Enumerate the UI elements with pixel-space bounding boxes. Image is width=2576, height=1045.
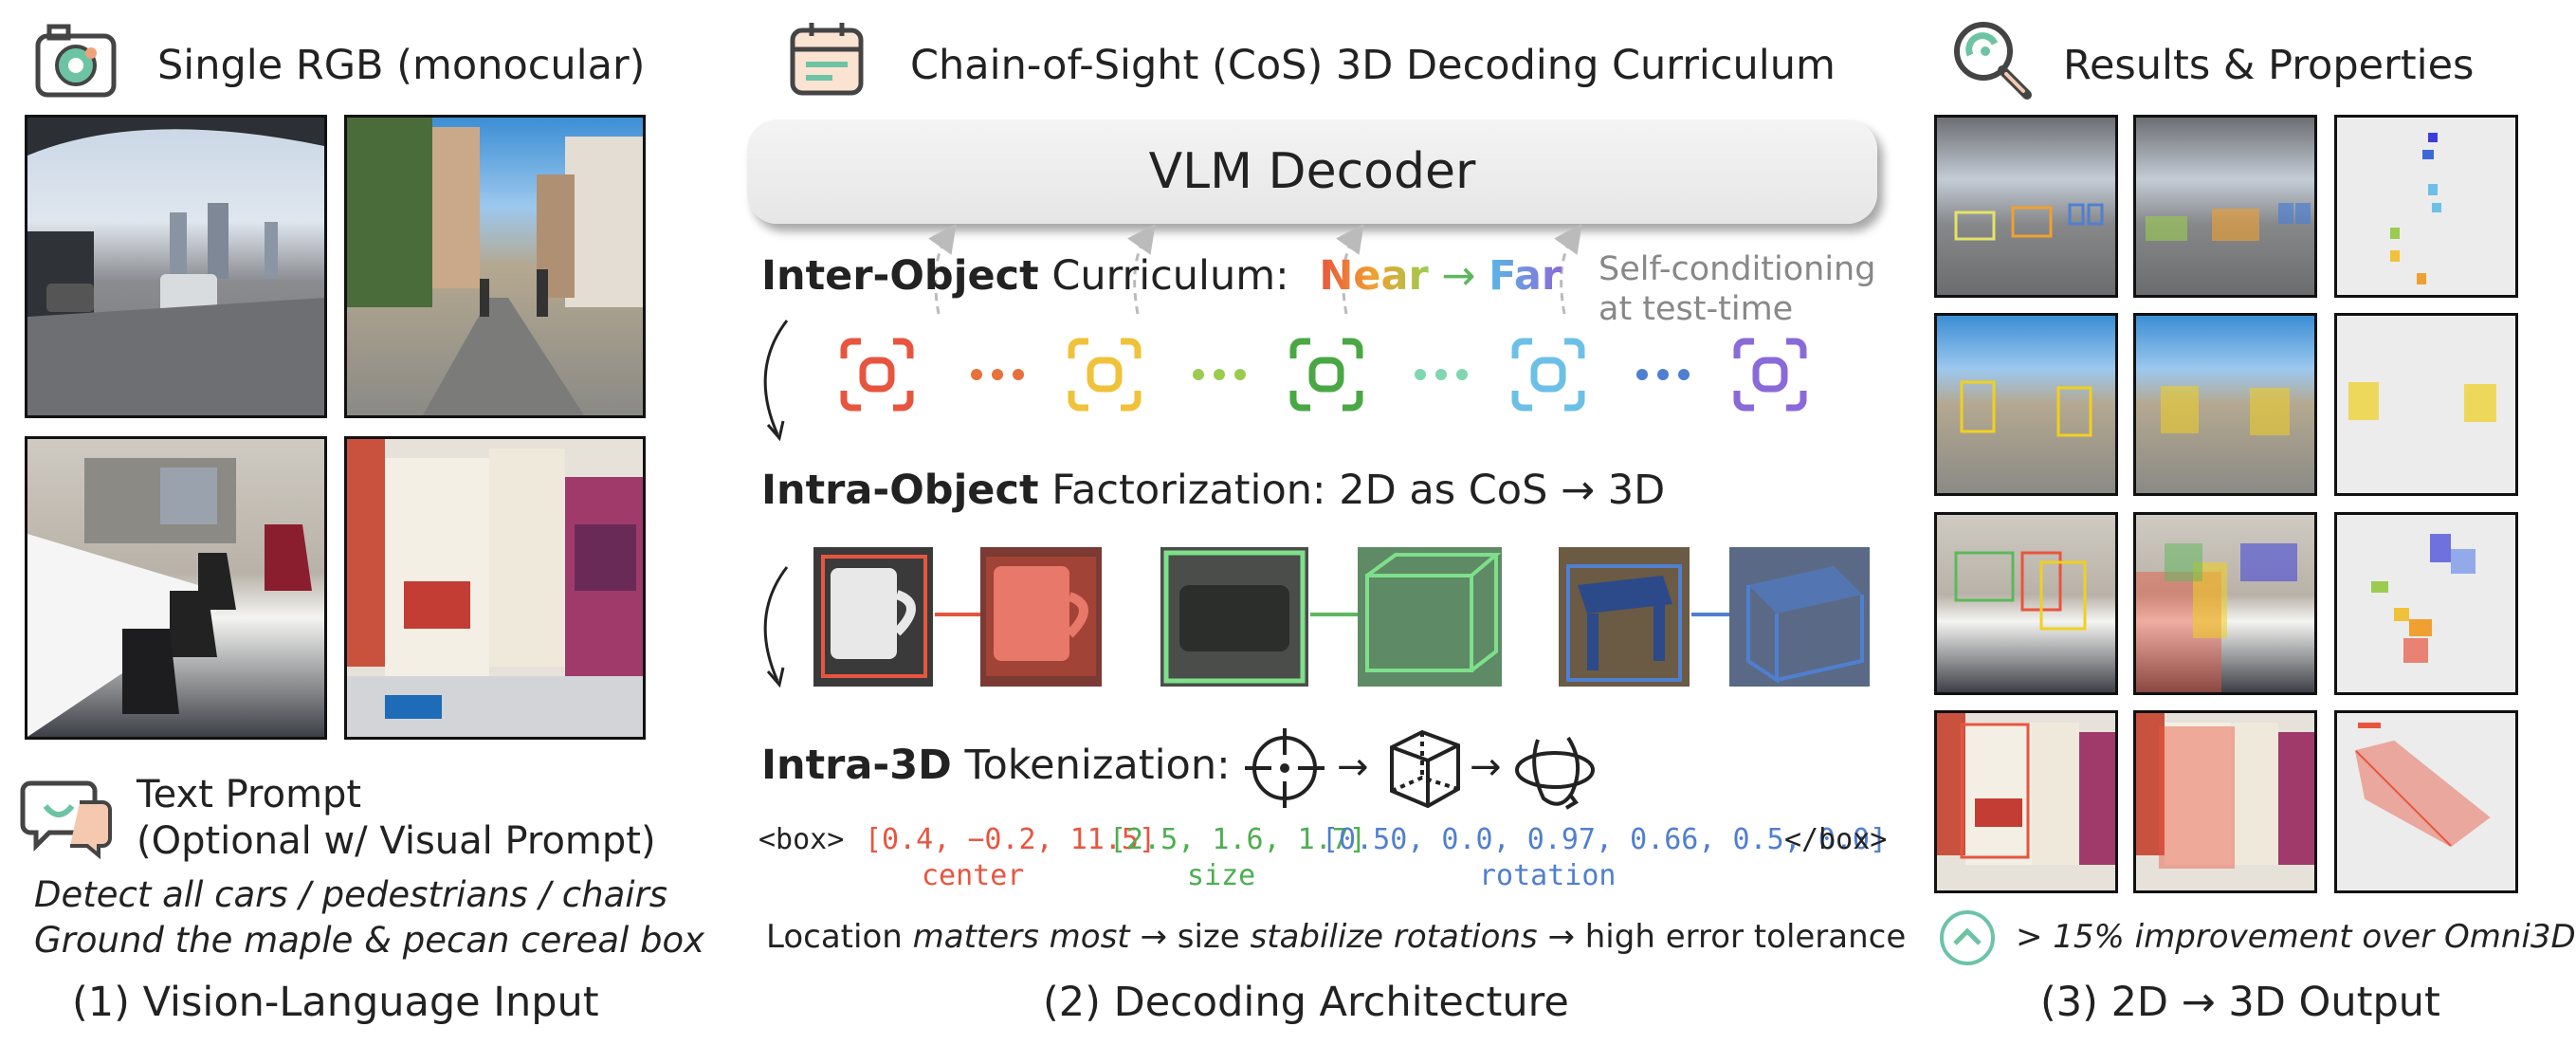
tokenization-icons: → →	[1245, 728, 1595, 810]
vlm-decoder-label: VLM Decoder	[1148, 143, 1476, 200]
intra-3d-row-title: Intra-3D Tokenization:	[761, 742, 1231, 789]
self-conditioning-line2: at test-time	[1599, 290, 1794, 328]
calendar-icon	[787, 19, 867, 99]
intra-3d-label: Intra-3D	[761, 742, 952, 789]
cube-icon	[1390, 729, 1460, 809]
result-driving-2d	[1934, 115, 2118, 298]
self-conditioning-line1: Self-conditioning	[1599, 250, 1876, 288]
input-photo-city-street	[25, 115, 327, 418]
footer-location: Location	[766, 918, 913, 956]
result-office-2d	[1934, 512, 2118, 695]
result-driving-3d	[2133, 115, 2317, 298]
rotation-label: rotation	[1479, 859, 1617, 892]
focus-icon	[1511, 338, 1585, 412]
tolerance-footer: Location matters most → size stabilize r…	[766, 918, 1906, 956]
result-cereal-birdseye	[2334, 710, 2518, 893]
result-cereal-2d	[1934, 710, 2118, 893]
result-office-birdseye	[2334, 512, 2518, 695]
footer-tolerance: → high error tolerance	[1537, 918, 1907, 956]
footer-matters: matters most	[912, 918, 1130, 956]
tokenization-label: Tokenization:	[951, 742, 1231, 789]
chat-icon	[20, 778, 114, 860]
footer-stabilize: stabilize rotations	[1250, 918, 1538, 956]
center-label: center	[922, 859, 1025, 892]
factorization-stool-3d	[1729, 547, 1870, 687]
focus-icon	[1289, 338, 1363, 412]
near-label: Near	[1319, 252, 1429, 300]
curriculum-curve-arrow-1	[763, 320, 789, 442]
object-sequence	[840, 338, 1807, 412]
result-street-2d	[1934, 313, 2118, 496]
svg-text:→: →	[1470, 745, 1502, 789]
inter-object-row-title: Inter-Object Curriculum: Near → Far	[761, 252, 1562, 300]
rotation-values: [0.50, 0.0, 0.97, 0.66, 0.5, 0.0]	[1322, 823, 1888, 856]
dots-blue	[1636, 369, 1690, 380]
curriculum-label: Curriculum:	[1038, 252, 1289, 300]
input-photo-office	[25, 436, 327, 740]
chevron-up-icon	[1938, 908, 1997, 967]
factorization-stool-2d	[1559, 547, 1690, 687]
results-title: Results & Properties	[2063, 42, 2475, 89]
far-label: Far	[1489, 252, 1562, 300]
size-values: [2.5, 1.6, 1.7]	[1109, 823, 1366, 856]
focus-icon	[1068, 338, 1142, 412]
center-values: [0.4, −0.2, 11.5]	[865, 823, 1157, 856]
focus-icon	[1733, 338, 1807, 412]
factorization-arrow-red	[935, 613, 980, 616]
caption-input: (1) Vision-Language Input	[72, 979, 599, 1026]
factorization-arrow-green	[1310, 613, 1358, 616]
intra-object-label: Intra-Object	[761, 467, 1039, 514]
dots-lime	[1193, 369, 1246, 380]
factorization-label: Factorization: 2D as CoS → 3D	[1038, 467, 1666, 514]
factorization-arrow-blue	[1691, 613, 1729, 616]
inter-object-label: Inter-Object	[761, 252, 1039, 300]
footer-size: → size	[1129, 918, 1251, 956]
dots-orange	[971, 369, 1024, 380]
input-photo-bike-lane	[344, 115, 646, 418]
box-token-open: <box>	[758, 823, 845, 856]
architecture-title: Chain-of-Sight (CoS) 3D Decoding Curricu…	[910, 42, 1836, 89]
prompt-example-detect: Detect all cars / pedestrians / chairs	[34, 874, 668, 915]
factorization-mug-3d	[980, 547, 1102, 687]
input-photo-cereal-shelf	[344, 436, 646, 740]
near-far-arrow: →	[1441, 252, 1476, 300]
result-street-birdseye	[2334, 313, 2518, 496]
svg-text:→: →	[1337, 745, 1369, 789]
prompt-example-ground: Ground the maple & pecan cereal box	[34, 920, 705, 961]
input-title: Single RGB (monocular)	[157, 42, 646, 89]
intra-object-row-title: Intra-Object Factorization: 2D as CoS → …	[761, 467, 1665, 514]
dots-teal	[1415, 369, 1468, 380]
box-token-close: </box>	[1784, 823, 1888, 856]
result-office-3d	[2133, 512, 2317, 695]
crosshair-icon	[1245, 728, 1325, 808]
factorization-car-3d	[1358, 547, 1502, 687]
vlm-decoder-block: VLM Decoder	[747, 119, 1877, 224]
result-driving-birdseye	[2334, 115, 2518, 298]
result-cereal-3d	[2133, 710, 2317, 893]
improvement-note: > 15% improvement over Omni3D	[2016, 918, 2576, 956]
focus-icon	[840, 338, 914, 412]
result-street-3d	[2133, 313, 2317, 496]
camera-icon	[32, 21, 119, 101]
magnifier-icon	[1949, 17, 2037, 104]
size-label: size	[1187, 859, 1256, 892]
factorization-mug-2d	[813, 547, 933, 687]
rotation-icon	[1515, 736, 1595, 810]
factorization-car-2d	[1160, 547, 1308, 687]
text-prompt-subtitle: (Optional w/ Visual Prompt)	[137, 819, 656, 863]
self-conditioning-arrows	[928, 223, 1582, 315]
caption-output: (3) 2D → 3D Output	[2040, 979, 2440, 1026]
caption-architecture: (2) Decoding Architecture	[1043, 979, 1569, 1026]
text-prompt-title: Text Prompt	[137, 773, 362, 816]
curriculum-curve-arrow-2	[763, 566, 789, 688]
